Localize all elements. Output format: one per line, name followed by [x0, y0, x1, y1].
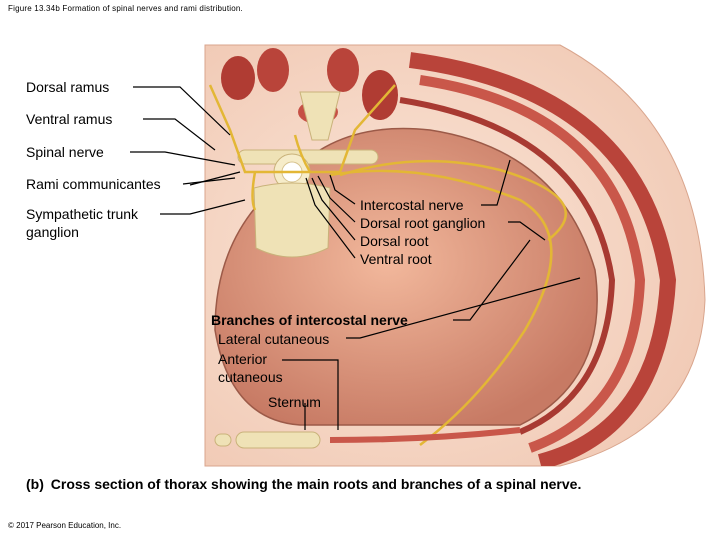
body-wall-muscle-deep [399, 97, 616, 435]
label-branches-of-intercostal-nerve: Branches of intercostal nerve [211, 312, 408, 328]
label-dorsal-ramus: Dorsal ramus [26, 79, 110, 95]
label-sternum: Sternum [268, 394, 321, 410]
back-muscle-2 [257, 48, 289, 92]
sternum-bone [235, 431, 321, 449]
copyright: © 2017 Pearson Education, Inc. [8, 521, 122, 530]
anterior-muscle [329, 427, 521, 443]
figure-caption: (b) Cross section of thorax showing the … [26, 476, 581, 492]
back-muscle-4 [362, 70, 398, 120]
label-rami-communicantes: Rami communicantes [26, 176, 161, 192]
costal-bone-left [214, 433, 232, 447]
back-muscle-1 [221, 56, 255, 100]
body-wall-muscle-outer [408, 52, 677, 466]
label-spinal-nerve: Spinal nerve [26, 144, 104, 160]
figure-title: Figure 13.34b Formation of spinal nerves… [8, 4, 243, 13]
body-wall-muscle-inner [419, 75, 646, 453]
spinal-nerve-paths [208, 84, 568, 446]
label-sympathetic-trunk-ganglion: Sympathetic trunk ganglion [26, 206, 139, 240]
label-dorsal-root-ganglion: Dorsal root ganglion [360, 215, 486, 231]
back-muscle-3 [327, 48, 359, 92]
caption-tag: (b) [26, 476, 44, 492]
label-ventral-ramus: Ventral ramus [26, 111, 113, 127]
label-lateral-cutaneous: Lateral cutaneous [218, 331, 330, 347]
leader-lines [130, 86, 581, 430]
label-dorsal-root: Dorsal root [360, 233, 429, 249]
caption-text: Cross section of thorax showing the main… [50, 476, 582, 492]
label-anterior-cutaneous: Anterior cutaneous [218, 351, 283, 385]
label-intercostal-nerve: Intercostal nerve [360, 197, 464, 213]
label-ventral-root: Ventral root [360, 251, 432, 267]
